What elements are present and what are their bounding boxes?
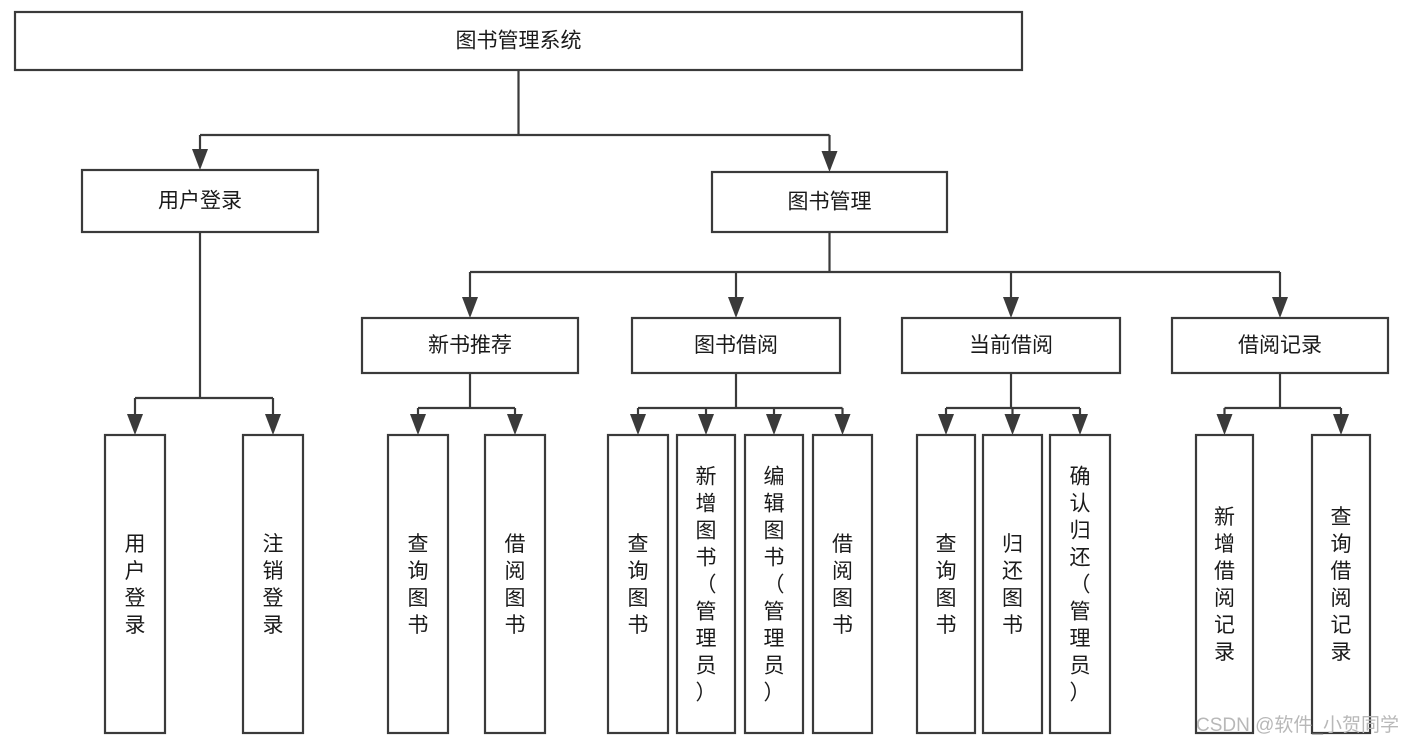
arrow-head-icon — [1003, 297, 1019, 318]
arrow-head-icon — [507, 414, 523, 435]
node-book-borrow-label: 图书借阅 — [694, 334, 778, 357]
node-leaf-query-book-3[interactable]: 查询图书 — [915, 433, 977, 735]
node-leaf-add-borrow-record-box[interactable] — [1194, 433, 1255, 735]
arrow-head-icon — [462, 297, 478, 318]
node-leaf-logout-label: 注销登录 — [263, 533, 284, 637]
arrow-head-icon — [1216, 414, 1233, 435]
node-leaf-confirm-return[interactable]: 确认归还（管理员） — [1048, 433, 1112, 735]
node-leaf-confirm-return-label: 确认归还（管理员） — [1070, 466, 1091, 705]
node-leaf-query-book-2[interactable]: 查询图书 — [606, 433, 670, 735]
node-leaf-borrow-book-1-label: 借阅图书 — [505, 533, 526, 637]
node-leaf-user-login-box[interactable] — [103, 433, 167, 735]
node-leaf-edit-book-label: 编辑图书（管理员） — [764, 466, 785, 705]
node-root-root-box[interactable] — [13, 10, 1024, 72]
node-root-root[interactable]: 图书管理系统 — [13, 10, 1024, 72]
arrow-head-icon — [1004, 414, 1021, 435]
arrow-head-icon — [728, 297, 744, 318]
node-leaf-borrow-book-1-box[interactable] — [483, 433, 547, 735]
arrow-head-icon — [127, 414, 143, 435]
arrow-head-icon — [766, 414, 782, 435]
node-leaf-add-borrow-record[interactable]: 新增借阅记录 — [1194, 433, 1255, 735]
node-leaf-query-borrow-record-label: 查询借阅记录 — [1331, 506, 1352, 664]
watermark-label: CSDN @软件_小贺同学 — [1196, 714, 1399, 736]
node-leaf-edit-book[interactable]: 编辑图书（管理员） — [743, 433, 805, 735]
node-current-borrow[interactable]: 当前借阅 — [900, 316, 1122, 375]
node-book-borrow-box[interactable] — [630, 316, 842, 375]
node-leaf-logout-box[interactable] — [241, 433, 305, 735]
node-leaf-return-book[interactable]: 归还图书 — [981, 433, 1044, 735]
node-new-book-recommend-box[interactable] — [360, 316, 580, 375]
arrow-head-icon — [192, 149, 208, 170]
node-leaf-query-borrow-record-box[interactable] — [1310, 433, 1372, 735]
node-leaf-borrow-book-2-box[interactable] — [811, 433, 874, 735]
node-leaf-add-borrow-record-label: 新增借阅记录 — [1214, 506, 1235, 664]
node-leaf-borrow-book-1[interactable]: 借阅图书 — [483, 433, 547, 735]
connector-layer — [127, 70, 1349, 435]
arrow-head-icon — [265, 414, 281, 435]
node-leaf-add-book[interactable]: 新增图书（管理员） — [675, 433, 737, 735]
node-root-root-label: 图书管理系统 — [456, 30, 582, 53]
node-book-management-label: 图书管理 — [788, 191, 872, 214]
arrow-head-icon — [1333, 414, 1349, 435]
node-leaf-query-book-1[interactable]: 查询图书 — [386, 433, 450, 735]
node-book-management-box[interactable] — [710, 170, 949, 234]
node-leaf-add-book-box[interactable] — [675, 433, 737, 735]
node-user-login[interactable]: 用户登录 — [80, 168, 320, 234]
node-user-login-box[interactable] — [80, 168, 320, 234]
node-user-login-label: 用户登录 — [158, 190, 242, 213]
node-leaf-query-borrow-record[interactable]: 查询借阅记录 — [1310, 433, 1372, 735]
node-leaf-user-login[interactable]: 用户登录 — [103, 433, 167, 735]
node-layer: 图书管理系统用户登录图书管理新书推荐图书借阅当前借阅借阅记录用户登录注销登录查询… — [13, 10, 1390, 735]
arrow-head-icon — [1072, 414, 1088, 435]
node-current-borrow-box[interactable] — [900, 316, 1122, 375]
node-borrow-record[interactable]: 借阅记录 — [1170, 316, 1390, 375]
node-borrow-record-label: 借阅记录 — [1238, 334, 1322, 357]
node-leaf-query-book-3-box[interactable] — [915, 433, 977, 735]
arrow-head-icon — [1272, 297, 1288, 318]
node-leaf-query-book-2-label: 查询图书 — [628, 533, 649, 637]
node-leaf-add-book-label: 新增图书（管理员） — [696, 466, 717, 705]
node-leaf-query-book-1-box[interactable] — [386, 433, 450, 735]
node-leaf-borrow-book-2-label: 借阅图书 — [832, 533, 853, 637]
node-leaf-logout[interactable]: 注销登录 — [241, 433, 305, 735]
node-leaf-query-book-1-label: 查询图书 — [408, 533, 429, 637]
node-leaf-edit-book-box[interactable] — [743, 433, 805, 735]
arrow-head-icon — [938, 414, 954, 435]
node-leaf-query-book-2-box[interactable] — [606, 433, 670, 735]
arrow-head-icon — [834, 414, 851, 435]
node-book-management[interactable]: 图书管理 — [710, 170, 949, 234]
arrow-head-icon — [698, 414, 714, 435]
node-leaf-user-login-label: 用户登录 — [125, 533, 146, 637]
arrow-head-icon — [630, 414, 646, 435]
node-leaf-confirm-return-box[interactable] — [1048, 433, 1112, 735]
node-leaf-borrow-book-2[interactable]: 借阅图书 — [811, 433, 874, 735]
node-borrow-record-box[interactable] — [1170, 316, 1390, 375]
node-current-borrow-label: 当前借阅 — [969, 334, 1053, 357]
node-new-book-recommend[interactable]: 新书推荐 — [360, 316, 580, 375]
node-leaf-return-book-box[interactable] — [981, 433, 1044, 735]
node-leaf-query-book-3-label: 查询图书 — [936, 533, 957, 637]
node-book-borrow[interactable]: 图书借阅 — [630, 316, 842, 375]
arrow-head-icon — [821, 151, 838, 172]
arrow-head-icon — [410, 414, 426, 435]
node-leaf-return-book-label: 归还图书 — [1002, 533, 1023, 637]
node-new-book-recommend-label: 新书推荐 — [428, 334, 512, 357]
